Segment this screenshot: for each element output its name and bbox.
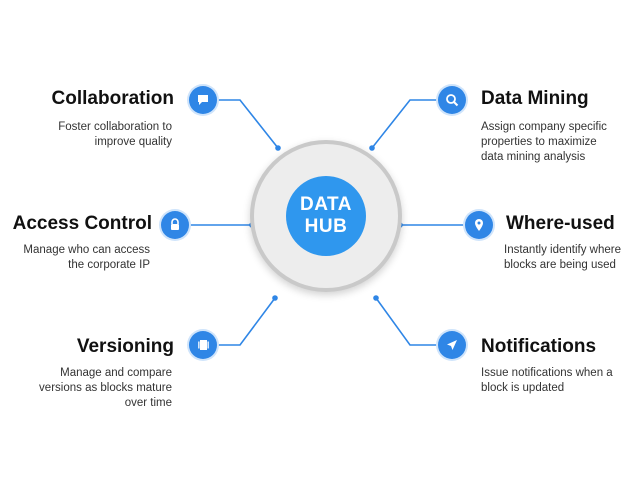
lock-icon bbox=[161, 211, 189, 239]
connector-dot-notifications bbox=[373, 295, 379, 301]
connector-data-mining bbox=[371, 99, 437, 149]
connector-versioning bbox=[215, 297, 276, 346]
chat-icon bbox=[189, 86, 217, 114]
connector-collaboration bbox=[215, 99, 279, 149]
feature-description: Manage who can access the corporate IP bbox=[23, 244, 150, 271]
connector-notifications bbox=[375, 297, 437, 346]
hub-center: DATA HUB bbox=[286, 176, 366, 256]
feature-description: Foster collaboration to improve quality bbox=[58, 121, 172, 148]
feature-title: Versioning bbox=[76, 336, 174, 357]
connector-dot-versioning bbox=[272, 295, 278, 301]
hub-label-line1: DATA bbox=[300, 194, 352, 215]
feature-title: Notifications bbox=[481, 336, 597, 357]
location-pin-icon bbox=[465, 211, 493, 239]
feature-description: Assign company specific properties to ma… bbox=[481, 121, 607, 163]
connector-dot-data-mining bbox=[369, 145, 375, 151]
feature-description: Manage and compare versions as blocks ma… bbox=[39, 367, 172, 409]
feature-title: Data Mining bbox=[481, 88, 589, 109]
feature-description: Issue notifications when a block is upda… bbox=[481, 367, 613, 394]
hub-label-line2: HUB bbox=[304, 216, 348, 237]
feature-title: Where-used bbox=[506, 213, 615, 234]
search-icon bbox=[438, 86, 466, 114]
feature-description: Instantly identify where blocks are bein… bbox=[504, 244, 621, 271]
connector-dot-collaboration bbox=[275, 145, 281, 151]
send-icon bbox=[438, 331, 466, 359]
stack-icon bbox=[189, 331, 217, 359]
feature-title: Collaboration bbox=[51, 88, 174, 109]
feature-title: Access Control bbox=[12, 213, 152, 234]
